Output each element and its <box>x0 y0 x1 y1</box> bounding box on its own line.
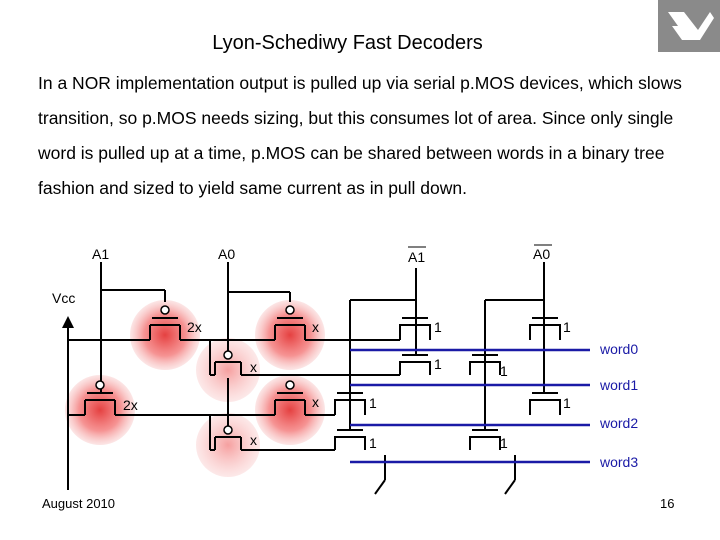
footer-date: August 2010 <box>42 496 116 511</box>
size-label-2x-top: 2x <box>187 319 202 335</box>
slide-body-text: In a NOR implementation output is pulled… <box>38 73 682 198</box>
vcc-label: Vcc <box>52 290 76 306</box>
input-label-a0-bar: A0 <box>533 246 551 262</box>
nmos-label: 1 <box>563 395 571 411</box>
input-label-a1-bar: A1 <box>408 249 426 265</box>
nmos-label: 1 <box>500 435 508 451</box>
slide-title: Lyon-Schediwy Fast Decoders <box>212 32 483 54</box>
nmos-label: 1 <box>369 395 377 411</box>
size-label-x-bottom: x <box>312 394 319 410</box>
input-label-a1: A1 <box>92 246 110 262</box>
page-number: 16 <box>660 496 675 511</box>
word-label-word2: word2 <box>600 415 639 431</box>
size-label-x-mid: x <box>250 359 257 375</box>
size-label-2x-bottom: 2x <box>123 397 138 413</box>
university-logo-icon <box>658 0 720 52</box>
pmos-glow-2x-top <box>130 300 200 370</box>
nmos-label: 1 <box>563 319 571 335</box>
nmos-label: 1 <box>500 363 508 379</box>
nmos-label: 1 <box>434 356 442 372</box>
nmos-label: 1 <box>434 319 442 335</box>
size-label-x-top: x <box>312 319 319 335</box>
pmos-glow-x-bottom <box>255 375 325 445</box>
word-label-word0: word0 <box>600 341 639 357</box>
nmos-label: 1 <box>369 435 377 451</box>
pmos-glow-x-mid <box>196 338 260 402</box>
word-label-word1: word1 <box>600 377 639 393</box>
pmos-glow-x-top <box>255 300 325 370</box>
size-label-x-low: x <box>250 432 257 448</box>
word-label-word3: word3 <box>600 454 639 470</box>
pmos-glow-2x-bottom <box>65 375 135 445</box>
pmos-glow-x-low <box>196 413 260 477</box>
input-label-a0: A0 <box>218 246 236 262</box>
